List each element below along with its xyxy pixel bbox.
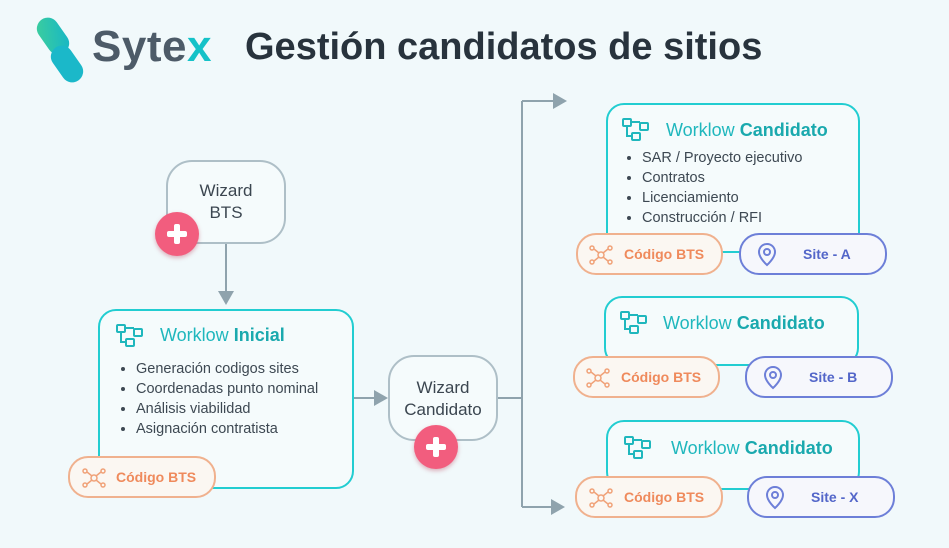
list-item: Licenciamiento	[642, 188, 802, 208]
page-title: Gestión candidatos de sitios	[245, 26, 763, 68]
list-item: Contratos	[642, 168, 802, 188]
workflow-icon	[622, 118, 649, 141]
codigo-bts-label: Código BTS	[624, 246, 705, 262]
site-badge-a[interactable]: Site - A	[739, 233, 887, 275]
codigo-bts-label: Código BTS	[621, 369, 702, 385]
workflow-icon	[620, 311, 647, 334]
brand-name: Sytex	[92, 22, 212, 71]
site-label: Site - A	[803, 246, 851, 262]
site-badge-x[interactable]: Site - X	[747, 476, 895, 518]
codigo-bts-badge[interactable]: Código BTS	[68, 456, 216, 498]
workflow-candidato-card-b[interactable]: Worklow Candidato	[604, 296, 859, 366]
wizard-candidato-line1: Wizard	[416, 378, 470, 397]
list-item: Asignación contratista	[136, 419, 318, 439]
sytex-logo-icon	[36, 17, 84, 83]
map-pin-icon	[765, 486, 785, 510]
list-item: SAR / Proyecto ejecutivo	[642, 148, 802, 168]
site-label: Site - X	[811, 489, 859, 505]
list-item: Generación codigos sites	[136, 359, 318, 379]
codigo-bts-label: Código BTS	[624, 489, 705, 505]
list-item: Construcción / RFI	[642, 208, 802, 228]
workflow-candidato-title: Worklow Candidato	[671, 438, 833, 458]
workflow-icon	[624, 436, 651, 459]
wizard-bts-line2: BTS	[209, 203, 243, 222]
workflow-icon	[116, 324, 143, 347]
map-pin-icon	[763, 366, 783, 390]
codigo-bts-label: Código BTS	[116, 469, 197, 485]
workflow-candidato-card-a[interactable]: Worklow Candidato SAR / Proyecto ejecuti…	[606, 103, 860, 253]
list-item: Coordenadas punto nominal	[136, 379, 318, 399]
plus-icon[interactable]	[155, 212, 199, 256]
workflow-candidato-title: Worklow Candidato	[666, 120, 828, 140]
site-label: Site - B	[809, 369, 858, 385]
site-badge-b[interactable]: Site - B	[745, 356, 893, 398]
workflow-inicial-title: Worklow Inicial	[160, 325, 285, 345]
workflow-candidato-title: Worklow Candidato	[663, 313, 825, 333]
wizard-candidato-line2: Candidato	[404, 400, 482, 419]
workflow-candidato-list: SAR / Proyecto ejecutivo Contratos Licen…	[624, 148, 802, 228]
network-icon	[586, 368, 610, 388]
list-item: Análisis viabilidad	[136, 399, 318, 419]
map-pin-icon	[757, 243, 777, 267]
network-icon	[589, 245, 613, 265]
workflow-inicial-list: Generación codigos sites Coordenadas pun…	[118, 359, 318, 439]
network-icon	[82, 468, 106, 488]
codigo-bts-badge[interactable]: Código BTS	[573, 356, 720, 398]
codigo-bts-badge[interactable]: Código BTS	[576, 233, 723, 275]
wizard-bts-line1: Wizard	[199, 181, 253, 200]
network-icon	[589, 488, 613, 508]
plus-icon[interactable]	[414, 425, 458, 469]
codigo-bts-badge[interactable]: Código BTS	[575, 476, 723, 518]
